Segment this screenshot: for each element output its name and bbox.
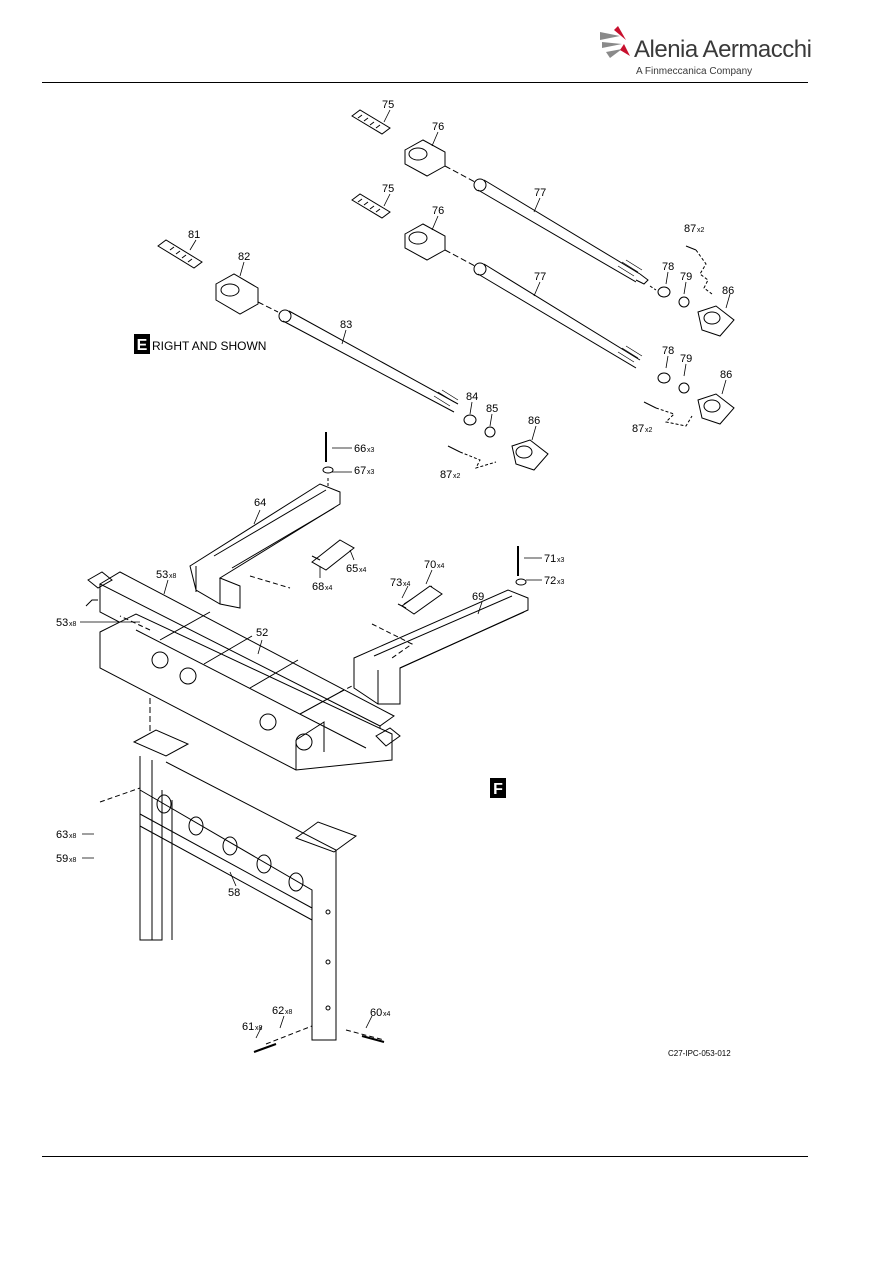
- rod-assembly-upper: [351, 109, 735, 337]
- qty-87: x2: [453, 473, 461, 480]
- callout-84: 84: [466, 391, 478, 403]
- callout-77: 77: [534, 187, 546, 199]
- qty-61: x8: [255, 1025, 263, 1032]
- callout-87: 87: [440, 469, 452, 481]
- qty-53: x8: [169, 573, 177, 580]
- view-e-note: RIGHT AND SHOWN: [152, 339, 266, 353]
- qty-87: x2: [645, 427, 653, 434]
- callout-68: 68: [312, 581, 324, 593]
- callout-65: 65: [346, 563, 358, 575]
- callout-83: 83: [340, 319, 352, 331]
- callout-60: 60: [370, 1007, 382, 1019]
- callout-75: 75: [382, 183, 394, 195]
- bracket-64: [189, 432, 355, 609]
- qty-72: x3: [557, 579, 565, 586]
- callout-62: 62: [272, 1005, 284, 1017]
- company-logo: Alenia Aermacchi A Finmeccanica Company: [596, 22, 812, 82]
- callout-64: 64: [254, 497, 266, 509]
- qty-70: x4: [437, 563, 445, 570]
- callout-53: 53: [156, 569, 168, 581]
- callout-66: 66: [354, 443, 366, 455]
- callout-53: 53: [56, 617, 68, 629]
- qty-71: x3: [557, 557, 565, 564]
- callout-76: 76: [432, 121, 444, 133]
- logo-mark-icon: [600, 26, 630, 58]
- callout-79: 79: [680, 271, 692, 283]
- callout-72: 72: [544, 575, 556, 587]
- callout-87: 87: [684, 223, 696, 235]
- qty-53: x8: [69, 621, 77, 628]
- callout-69: 69: [472, 591, 484, 603]
- qty-59: x8: [69, 857, 77, 864]
- callout-76: 76: [432, 205, 444, 217]
- rod-assembly-lower: [351, 193, 735, 427]
- main-beam-52: [85, 571, 401, 771]
- callout-78: 78: [662, 261, 674, 273]
- callout-79: 79: [680, 353, 692, 365]
- callout-52: 52: [256, 627, 268, 639]
- view-marker-e: E RIGHT AND SHOWN: [134, 334, 266, 354]
- callout-63: 63: [56, 829, 68, 841]
- callout-70: 70: [424, 559, 436, 571]
- qty-65: x4: [359, 567, 367, 574]
- callout-58: 58: [228, 887, 240, 899]
- callout-85: 85: [486, 403, 498, 415]
- header-rule: [42, 82, 808, 83]
- brand-tagline: A Finmeccanica Company: [636, 66, 753, 77]
- callout-86: 86: [528, 415, 540, 427]
- view-e-letter: E: [137, 337, 148, 354]
- callout-67: 67: [354, 465, 366, 477]
- callout-75: 75: [382, 99, 394, 111]
- callout-78: 78: [662, 345, 674, 357]
- bracket-69: [353, 546, 529, 705]
- qty-60: x4: [383, 1011, 391, 1018]
- callout-59: 59: [56, 853, 68, 865]
- qty-73: x4: [403, 581, 411, 588]
- callout-87: 87: [632, 423, 644, 435]
- callout-71: 71: [544, 553, 556, 565]
- qty-68: x4: [325, 585, 333, 592]
- brand-name: Alenia Aermacchi: [634, 36, 812, 63]
- qty-62: x8: [285, 1009, 293, 1016]
- callout-81: 81: [188, 229, 200, 241]
- figure-reference: C27-IPC-053-012: [668, 1049, 731, 1058]
- rod-assembly-e: [157, 239, 549, 471]
- callout-77: 77: [534, 271, 546, 283]
- leader-lines: [80, 109, 731, 1039]
- frame-58: [99, 729, 385, 1053]
- callout-86: 86: [720, 369, 732, 381]
- callout-labels: 75 76 77 75 76 77 81 82 83 84 85 86 87 x…: [56, 99, 734, 1033]
- view-marker-f: F: [490, 778, 506, 798]
- qty-87: x2: [697, 227, 705, 234]
- callout-82: 82: [238, 251, 250, 263]
- qty-63: x8: [69, 833, 77, 840]
- callout-73: 73: [390, 577, 402, 589]
- qty-66: x3: [367, 447, 375, 454]
- qty-67: x3: [367, 469, 375, 476]
- view-f-letter: F: [493, 781, 503, 798]
- callout-86: 86: [722, 285, 734, 297]
- callout-61: 61: [242, 1021, 254, 1033]
- footer-rule: [42, 1156, 808, 1157]
